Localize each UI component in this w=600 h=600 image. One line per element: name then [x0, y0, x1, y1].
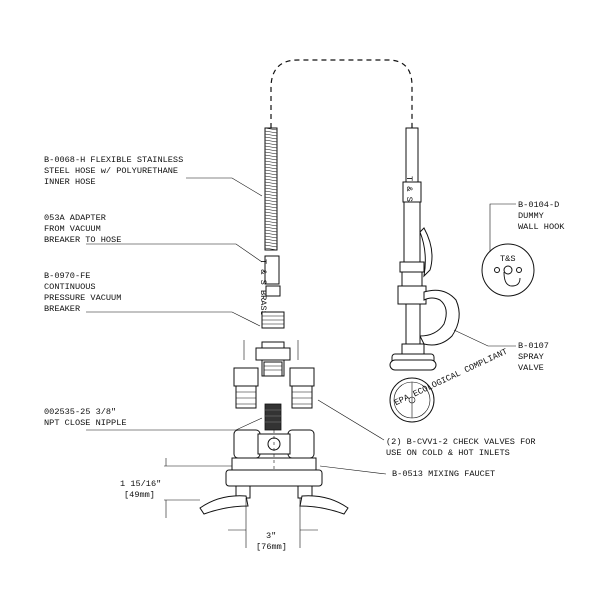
hose-label-3: INNER HOSE: [44, 177, 96, 187]
hook-label-2: DUMMY: [518, 211, 544, 221]
flexible-hose: T & S BRASS T & S BRASS: [258, 59, 422, 316]
check-callout: (2) B-CVV1-2 CHECK VALVES FOR USE ON COL…: [386, 437, 536, 458]
adapter-label-3: BREAKER TO HOSE: [44, 235, 121, 245]
nipple-label-2: NPT CLOSE NIPPLE: [44, 418, 127, 428]
faucet-label: B-0513 MIXING FAUCET: [392, 469, 495, 479]
mixing-faucet-icon: [199, 429, 349, 515]
width-dim-2: [76mm]: [256, 542, 287, 552]
height-dim-1: 1 15/16": [120, 479, 161, 489]
dimension-width: [228, 498, 318, 548]
hose-callout: B-0068-H FLEXIBLE STAINLESS STEEL HOSE w…: [44, 155, 183, 187]
height-dimension-text: 1 15/16" [49mm]: [120, 479, 161, 500]
adapter-callout: 053A ADAPTER FROM VACUUM BREAKER TO HOSE: [44, 213, 121, 245]
spray-valve-icon: [389, 201, 460, 371]
width-dimension-text: 3" [76mm]: [256, 531, 287, 552]
vacuum-breaker-icon: [243, 340, 299, 377]
height-dim-2: [49mm]: [124, 490, 155, 500]
adapter-label-2: FROM VACUUM: [44, 224, 101, 234]
check-valve-right: [289, 367, 315, 409]
breaker-label-4: BREAKER: [44, 304, 80, 314]
check-label-1: (2) B-CVV1-2 CHECK VALVES FOR: [386, 437, 536, 447]
dimension-height: [164, 458, 232, 518]
close-nipple: [264, 403, 282, 431]
hose-nut-left: [264, 255, 280, 285]
nipple-label-1: 002535-25 3/8": [44, 407, 116, 417]
hook-label-3: WALL HOOK: [518, 222, 565, 232]
check-valve-left: [233, 367, 259, 409]
hook-callout: B-0104-D DUMMY WALL HOOK: [518, 200, 565, 232]
breaker-label-2: CONTINUOUS: [44, 282, 96, 292]
breaker-label-3: PRESSURE VACUUM: [44, 293, 121, 303]
spray-callout: B-0107 SPRAY VALVE: [518, 341, 549, 373]
wall-hook-icon: T&S: [481, 243, 535, 297]
nipple-callout: 002535-25 3/8" NPT CLOSE NIPPLE: [44, 407, 127, 428]
adapter-053a: [261, 285, 285, 329]
leader-lines: [86, 177, 516, 475]
hose-stamp-left: T & S BRASS: [258, 259, 268, 316]
spray-label-2: SPRAY: [518, 352, 544, 362]
hose-label-1: B-0068-H FLEXIBLE STAINLESS: [44, 155, 183, 165]
hose-label-2: STEEL HOSE w/ POLYURETHANE: [44, 166, 178, 176]
hook-logo: T&S: [500, 254, 515, 264]
adapter-label-1: 053A ADAPTER: [44, 213, 106, 223]
breaker-label-1: B-0970-FE: [44, 271, 90, 281]
hook-label-1: B-0104-D: [518, 200, 559, 210]
width-dim-1: 3": [266, 531, 276, 541]
check-label-2: USE ON COLD & HOT INLETS: [386, 448, 510, 458]
spray-label-1: B-0107: [518, 341, 549, 351]
spray-label-3: VALVE: [518, 363, 544, 373]
breaker-callout: B-0970-FE CONTINUOUS PRESSURE VACUUM BRE…: [44, 271, 121, 314]
